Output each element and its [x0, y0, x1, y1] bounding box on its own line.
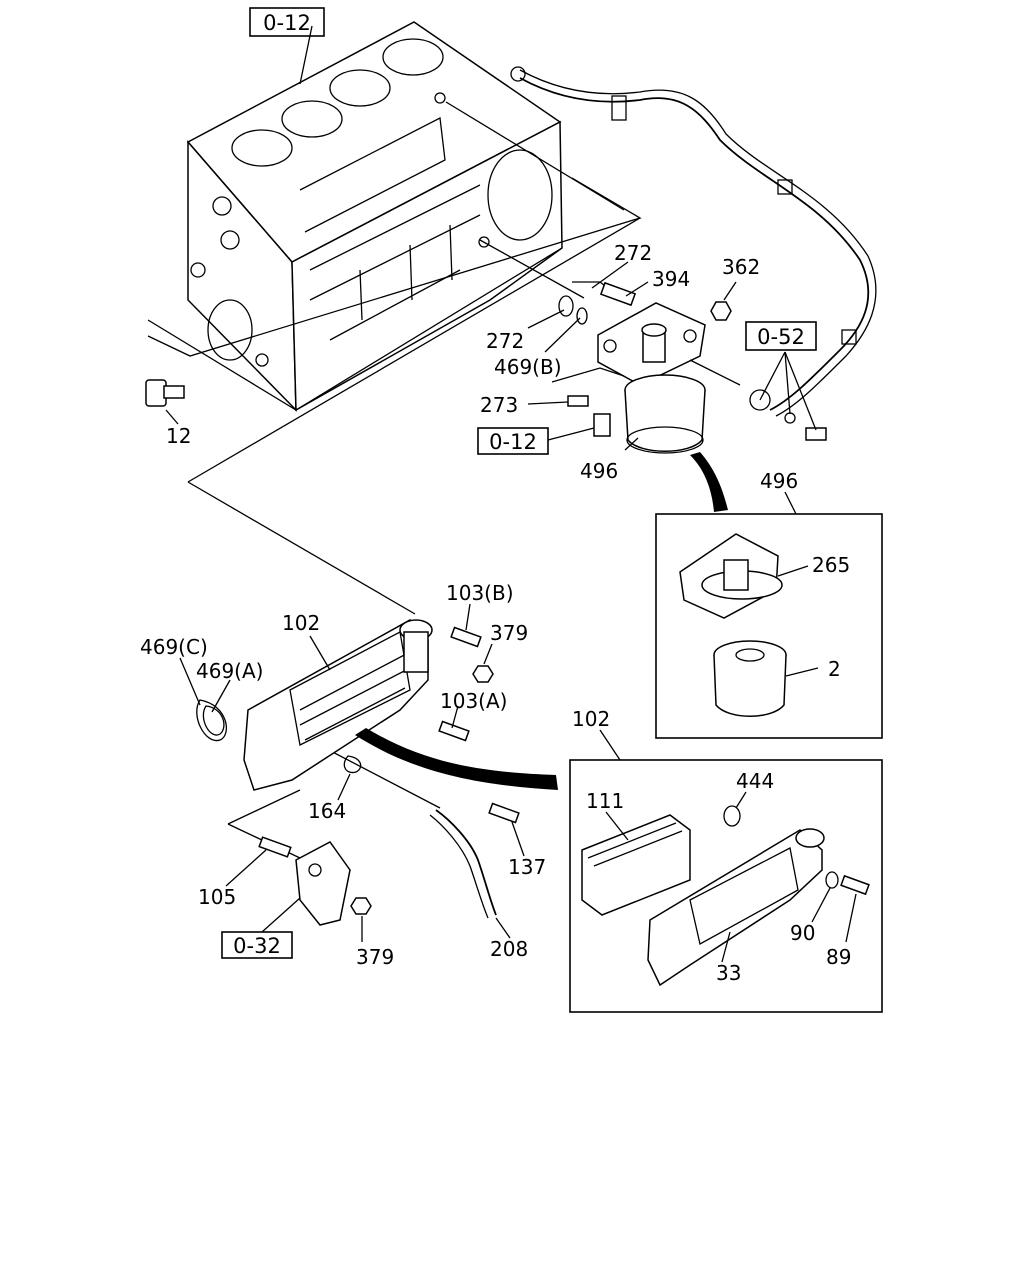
label-265: 265: [812, 553, 850, 577]
leader-lines: [165, 25, 857, 963]
label-103a: 103(A): [440, 689, 507, 713]
cooler-inset: [569, 759, 883, 1013]
label-496-filter: 496: [580, 459, 618, 483]
label-208: 208: [490, 937, 528, 961]
ref-box-0-12-top: 0-12: [249, 7, 325, 37]
label-444: 444: [736, 769, 774, 793]
arrow-to-filter-inset: [690, 452, 728, 512]
label-103b: 103(B): [446, 581, 514, 605]
label-272-top: 272: [614, 241, 652, 265]
label-89: 89: [826, 945, 851, 969]
oil-filter-assembly: [597, 302, 706, 454]
label-111: 111: [586, 789, 624, 813]
svg-text:0-12: 0-12: [263, 11, 311, 35]
label-105: 105: [198, 885, 236, 909]
label-137: 137: [508, 855, 546, 879]
label-102-inset: 102: [572, 707, 610, 731]
ref-box-0-52: 0-52: [745, 321, 817, 351]
label-272: 272: [486, 329, 524, 353]
label-2: 2: [828, 657, 841, 681]
label-379-upper: 379: [490, 621, 528, 645]
hardware: [145, 281, 827, 441]
label-102-main: 102: [282, 611, 320, 635]
label-469a: 469(A): [196, 659, 263, 683]
connector-lines: [147, 101, 741, 859]
svg-text:0-12: 0-12: [489, 430, 537, 454]
label-394: 394: [652, 267, 690, 291]
arrow-to-cooler-inset: [355, 728, 558, 790]
label-469c: 469(C): [140, 635, 208, 659]
filter-inset: [655, 513, 883, 739]
label-362: 362: [722, 255, 760, 279]
label-469b: 469(B): [494, 355, 562, 379]
label-273: 273: [480, 393, 518, 417]
label-496-inset: 496: [760, 469, 798, 493]
oil-pipe: [510, 66, 877, 417]
label-90: 90: [790, 921, 815, 945]
oil-cooler: [196, 619, 520, 926]
svg-text:0-32: 0-32: [233, 934, 281, 958]
ref-box-0-32: 0-32: [221, 931, 293, 959]
label-12: 12: [166, 424, 191, 448]
engine-block: [147, 21, 563, 412]
label-33: 33: [716, 961, 741, 985]
svg-text:0-52: 0-52: [757, 325, 805, 349]
ref-box-0-12-mid: 0-12: [477, 427, 549, 455]
label-164: 164: [308, 799, 346, 823]
label-379-lower: 379: [356, 945, 394, 969]
